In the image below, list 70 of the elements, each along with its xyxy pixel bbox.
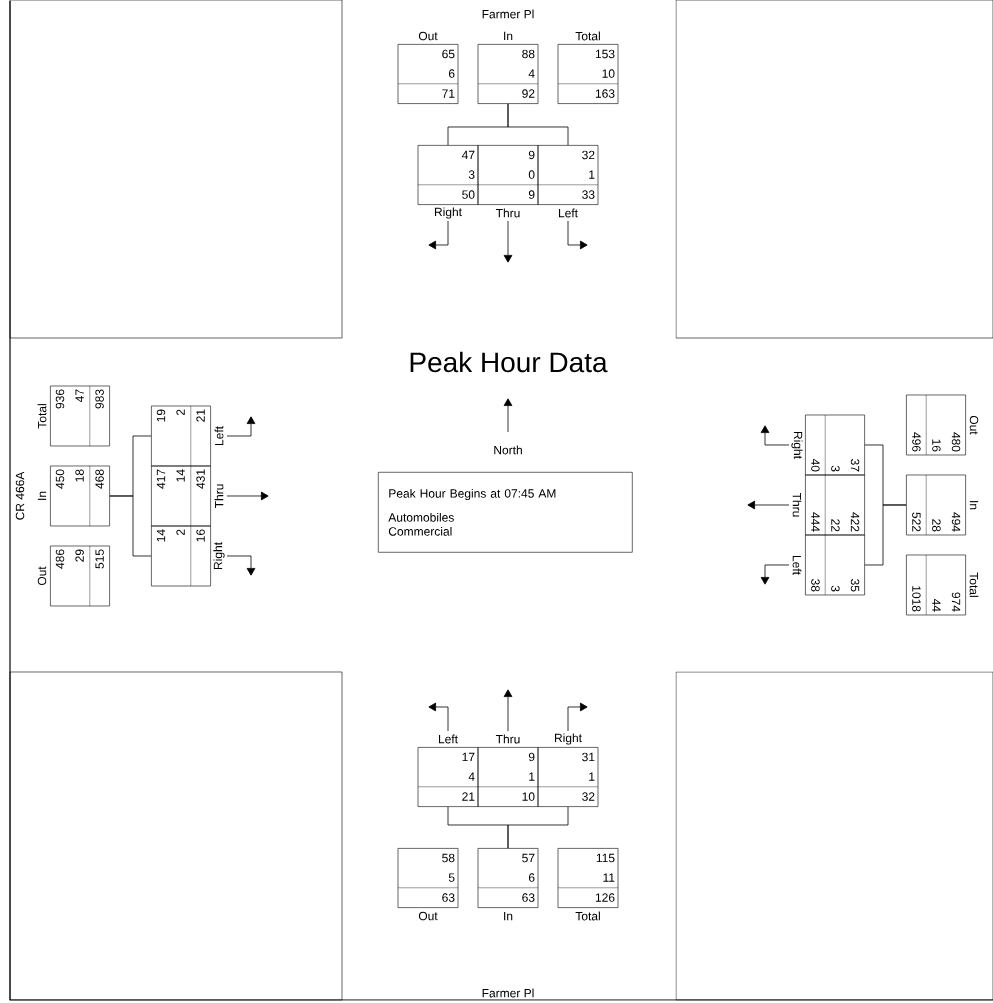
turn-arrow <box>747 500 790 510</box>
street-name: Farmer Pl <box>482 9 534 19</box>
count-box: 35 3 38 <box>805 534 865 596</box>
connector-line <box>109 435 152 497</box>
column-heading: In <box>969 501 979 510</box>
count-box: 974 44 1018 <box>906 554 966 616</box>
turn-arrow <box>567 220 588 250</box>
column-heading: In <box>504 31 513 41</box>
count-box: 47 3 50 <box>417 145 479 205</box>
count-box: 58 5 63 <box>397 848 459 908</box>
column-heading: Out <box>37 566 47 586</box>
count-box: 480 16 496 <box>906 394 966 456</box>
count-box: 936 47 983 <box>50 385 110 447</box>
count-box: 486 29 515 <box>50 545 110 607</box>
count-box: 422 22 444 <box>805 474 865 536</box>
movement-label: Left <box>792 555 802 575</box>
count-box: 494 28 522 <box>906 474 966 536</box>
info-box: Peak Hour Begins at 07:45 AM Automobiles Commercial <box>378 472 633 553</box>
connector-line <box>864 504 907 566</box>
count-box: 19 2 21 <box>151 405 211 467</box>
column-heading: In <box>37 491 47 500</box>
column-heading: Total <box>575 31 600 41</box>
movement-label: Right <box>555 733 582 745</box>
turn-arrow <box>226 491 269 501</box>
street-name: CR 466A <box>15 471 25 520</box>
title: Peak Hour Data <box>410 351 608 373</box>
count-box: 153 10 163 <box>557 44 619 104</box>
count-box: 37 3 40 <box>805 414 865 476</box>
turn-arrow <box>760 564 790 585</box>
turn-arrow <box>428 220 449 250</box>
turn-arrow <box>226 555 256 576</box>
connector-line <box>507 806 569 849</box>
count-box: 450 18 468 <box>50 465 110 527</box>
turn-arrow <box>226 416 256 437</box>
movement-label: Right <box>791 431 803 459</box>
count-box: 417 14 431 <box>151 465 211 527</box>
movement-label: Thru <box>214 484 224 509</box>
north-label: North <box>494 445 522 455</box>
column-heading: Total <box>575 911 600 921</box>
column-heading: Out <box>418 31 438 41</box>
turn-arrow <box>503 220 513 263</box>
count-box: 9 1 10 <box>477 747 539 807</box>
count-box: 88 4 92 <box>477 44 539 104</box>
count-box: 115 11 126 <box>557 848 619 908</box>
turn-arrow <box>567 702 588 732</box>
column-heading: Out <box>969 415 979 435</box>
count-box: 65 6 71 <box>397 44 459 104</box>
column-heading: Total <box>37 404 47 429</box>
count-box: 14 2 16 <box>151 525 211 587</box>
turn-arrow <box>503 689 513 732</box>
count-box: 32 1 33 <box>537 145 599 205</box>
movement-label: Right <box>213 542 225 569</box>
movement-label: Thru <box>792 492 802 517</box>
movement-label: Right <box>435 207 462 219</box>
movement-label: Thru <box>495 734 520 744</box>
count-box: 57 6 63 <box>477 848 539 908</box>
turn-arrow <box>428 702 449 732</box>
movement-label: Thru <box>495 208 520 218</box>
street-name: Farmer Pl <box>482 988 534 998</box>
connector-line <box>507 103 569 146</box>
movement-label: Left <box>439 734 458 744</box>
column-heading: Out <box>418 911 438 921</box>
count-box: 9 0 9 <box>477 145 539 205</box>
count-box: 31 1 32 <box>537 747 599 807</box>
column-heading: Total <box>969 572 979 597</box>
column-heading: In <box>504 911 513 921</box>
turn-arrow <box>760 425 790 446</box>
count-box: 17 4 21 <box>417 747 479 807</box>
movement-label: Left <box>214 426 224 445</box>
movement-label: Left <box>559 208 578 218</box>
